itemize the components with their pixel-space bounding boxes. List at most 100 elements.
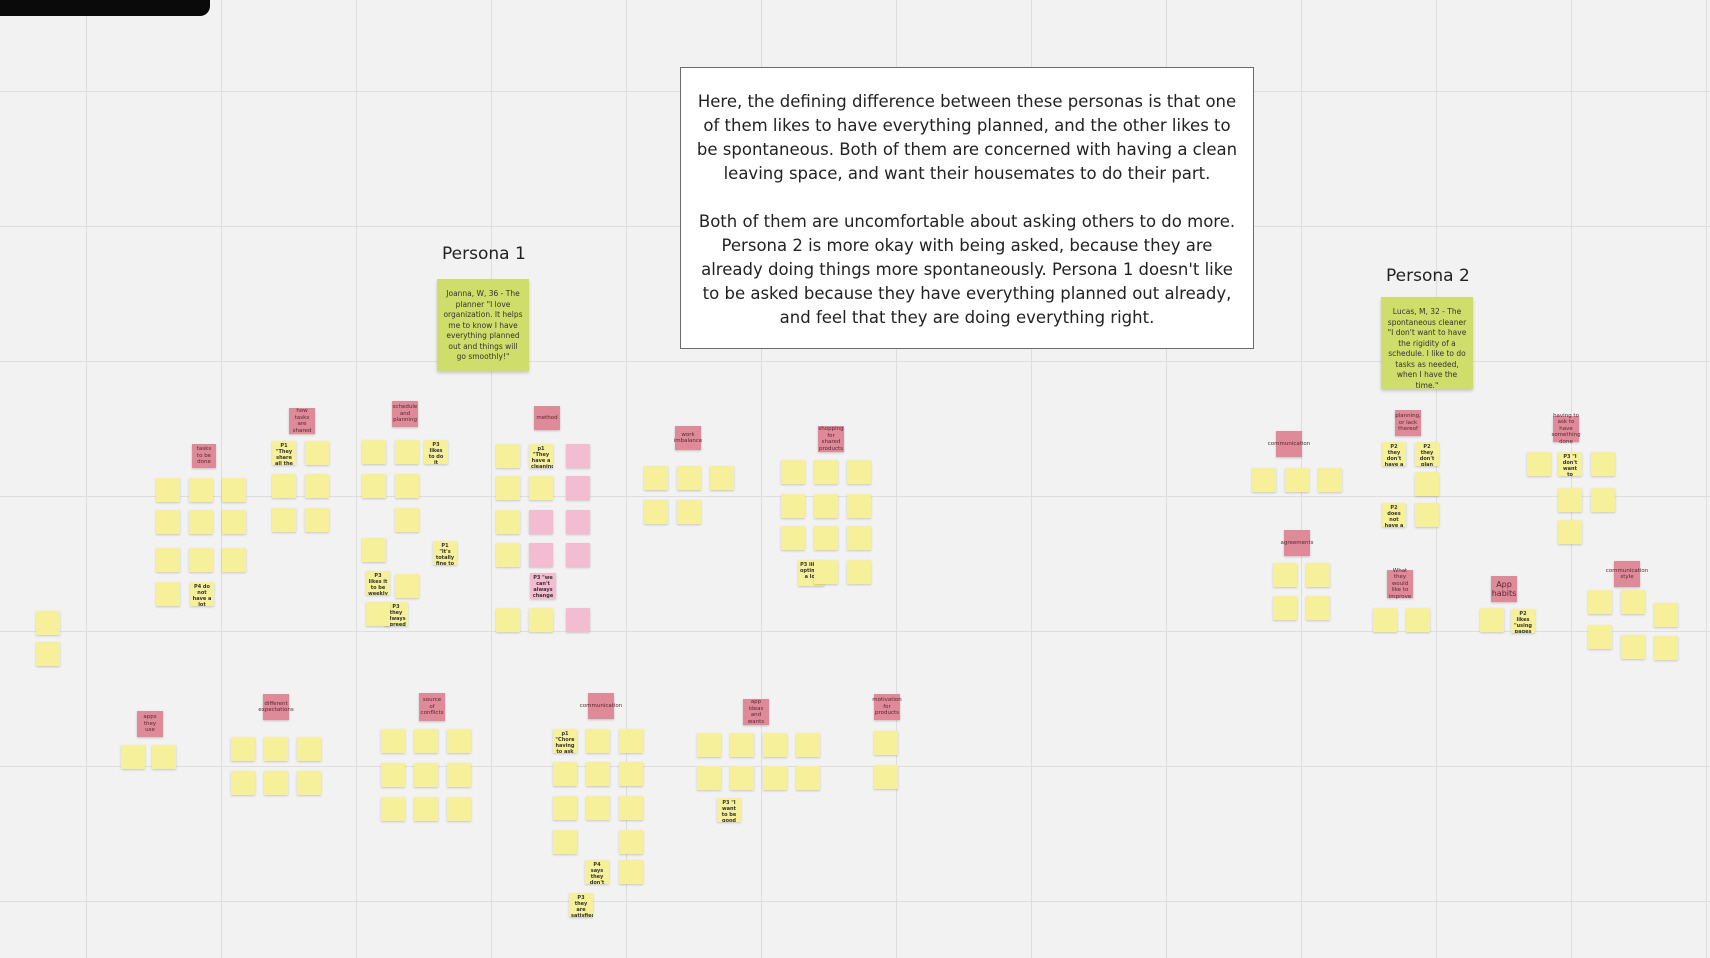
sticky-note[interactable]: [447, 729, 471, 753]
sticky-note[interactable]: [395, 508, 419, 532]
cluster-header[interactable]: how tasks are shared: [289, 408, 315, 434]
cluster-header[interactable]: schedule and planning: [392, 401, 418, 427]
sticky-note[interactable]: [121, 745, 145, 769]
sticky-note[interactable]: [814, 494, 838, 518]
sticky-note[interactable]: [1654, 636, 1678, 660]
sticky-note[interactable]: [814, 560, 838, 584]
sticky-note[interactable]: [730, 766, 754, 790]
sticky-note[interactable]: [36, 642, 60, 666]
sticky-note[interactable]: [619, 830, 643, 854]
sticky-note[interactable]: [305, 474, 329, 498]
sticky-note[interactable]: [381, 797, 405, 821]
sticky-note[interactable]: [1527, 452, 1551, 476]
sticky-note[interactable]: [222, 478, 246, 502]
sticky-note[interactable]: [566, 510, 590, 534]
sticky-note[interactable]: [1273, 596, 1297, 620]
sticky-note[interactable]: [553, 830, 577, 854]
sticky-note[interactable]: [1621, 635, 1645, 659]
sticky-note[interactable]: [644, 500, 668, 524]
sticky-note[interactable]: [1306, 596, 1330, 620]
sticky-note[interactable]: [529, 476, 553, 500]
sticky-note[interactable]: [529, 608, 553, 632]
sticky-note[interactable]: [156, 478, 180, 502]
sticky-note[interactable]: [1373, 608, 1397, 632]
sticky-note[interactable]: [677, 466, 701, 490]
sticky-note[interactable]: P2 they don't plan chores: [1415, 442, 1439, 466]
sticky-note[interactable]: [381, 729, 405, 753]
cluster-header[interactable]: different expectations: [258, 694, 294, 720]
sticky-note[interactable]: [874, 765, 898, 789]
sticky-note[interactable]: [272, 474, 296, 498]
persona-1-card[interactable]: Joanna, W, 36 - The planner "I love orga…: [437, 279, 529, 371]
sticky-note[interactable]: p1 "Chore having to ask people": [553, 729, 577, 753]
sticky-note[interactable]: [644, 466, 668, 490]
sticky-note[interactable]: [796, 766, 820, 790]
sticky-note[interactable]: [414, 729, 438, 753]
cluster-header[interactable]: shopping for shared products: [818, 426, 844, 452]
sticky-note[interactable]: [362, 474, 386, 498]
sticky-note[interactable]: [847, 560, 871, 584]
sticky-note[interactable]: [566, 608, 590, 632]
sticky-note[interactable]: [553, 796, 577, 820]
sticky-note[interactable]: [189, 510, 213, 534]
sticky-note[interactable]: [814, 526, 838, 550]
cluster-header[interactable]: motivation for products: [872, 694, 902, 720]
sticky-note[interactable]: [1558, 488, 1582, 512]
sticky-note[interactable]: [619, 762, 643, 786]
sticky-note[interactable]: P3 "I don't want to have something: [1558, 452, 1582, 476]
sticky-note[interactable]: [264, 771, 288, 795]
sticky-note[interactable]: [156, 582, 180, 606]
sticky-note[interactable]: [1415, 503, 1439, 527]
sticky-note[interactable]: [781, 460, 805, 484]
persona-2-card[interactable]: Lucas, M, 32 - The spontaneous cleaner "…: [1381, 297, 1473, 390]
sticky-note[interactable]: [847, 526, 871, 550]
sticky-note[interactable]: P3 "we can't always change the spreadshe…: [530, 573, 556, 599]
sticky-note[interactable]: [272, 508, 296, 532]
cluster-header[interactable]: App habits: [1491, 576, 1517, 602]
sticky-note[interactable]: [496, 608, 520, 632]
sticky-note[interactable]: [566, 543, 590, 567]
cluster-header[interactable]: tasks to be done: [192, 444, 216, 468]
cluster-header[interactable]: method: [534, 406, 560, 430]
cluster-header[interactable]: having to ask to have something done: [1551, 412, 1581, 445]
sticky-note[interactable]: [231, 771, 255, 795]
sticky-note[interactable]: P1 "It's totally fine to do the change": [433, 541, 457, 565]
sticky-note[interactable]: [305, 441, 329, 465]
sticky-note[interactable]: [1621, 590, 1645, 614]
cluster-header[interactable]: agreements: [1280, 530, 1314, 556]
cluster-header[interactable]: app ideas and wants: [743, 699, 769, 725]
sticky-note[interactable]: [189, 478, 213, 502]
sticky-note[interactable]: [1273, 563, 1297, 587]
sticky-note[interactable]: [447, 763, 471, 787]
sticky-note[interactable]: [189, 548, 213, 572]
sticky-note[interactable]: [222, 510, 246, 534]
sticky-note[interactable]: P2 does not have a routine: [1382, 503, 1406, 527]
sticky-note[interactable]: [529, 510, 553, 534]
cluster-header[interactable]: communication style: [1606, 561, 1648, 587]
sticky-note[interactable]: [362, 538, 386, 562]
sticky-note[interactable]: [1285, 468, 1309, 492]
sticky-note[interactable]: P2 they don't have a schedule: [1382, 442, 1406, 466]
sticky-note[interactable]: [1588, 590, 1612, 614]
cluster-header[interactable]: source of conflicts: [419, 693, 445, 721]
sticky-note[interactable]: [496, 543, 520, 567]
sticky-note[interactable]: [566, 476, 590, 500]
sticky-note[interactable]: [414, 797, 438, 821]
sticky-note[interactable]: [496, 476, 520, 500]
sticky-note[interactable]: [447, 797, 471, 821]
sticky-note[interactable]: [781, 494, 805, 518]
cluster-header[interactable]: communication: [580, 693, 622, 719]
sticky-note[interactable]: [763, 766, 787, 790]
sticky-note[interactable]: [362, 440, 386, 464]
sticky-note[interactable]: P3 they are satisfied with how things ar…: [569, 893, 593, 917]
sticky-note[interactable]: [586, 762, 610, 786]
description-note[interactable]: Here, the defining difference between th…: [680, 67, 1254, 349]
sticky-note[interactable]: [1252, 468, 1276, 492]
sticky-note[interactable]: [395, 440, 419, 464]
sticky-note[interactable]: [1318, 468, 1342, 492]
sticky-note[interactable]: [297, 771, 321, 795]
cluster-header[interactable]: communication: [1268, 431, 1310, 457]
sticky-note[interactable]: P4 says they don't ask each other a lot: [585, 860, 609, 884]
cluster-header[interactable]: apps they use: [137, 711, 163, 737]
sticky-note[interactable]: [1558, 520, 1582, 544]
